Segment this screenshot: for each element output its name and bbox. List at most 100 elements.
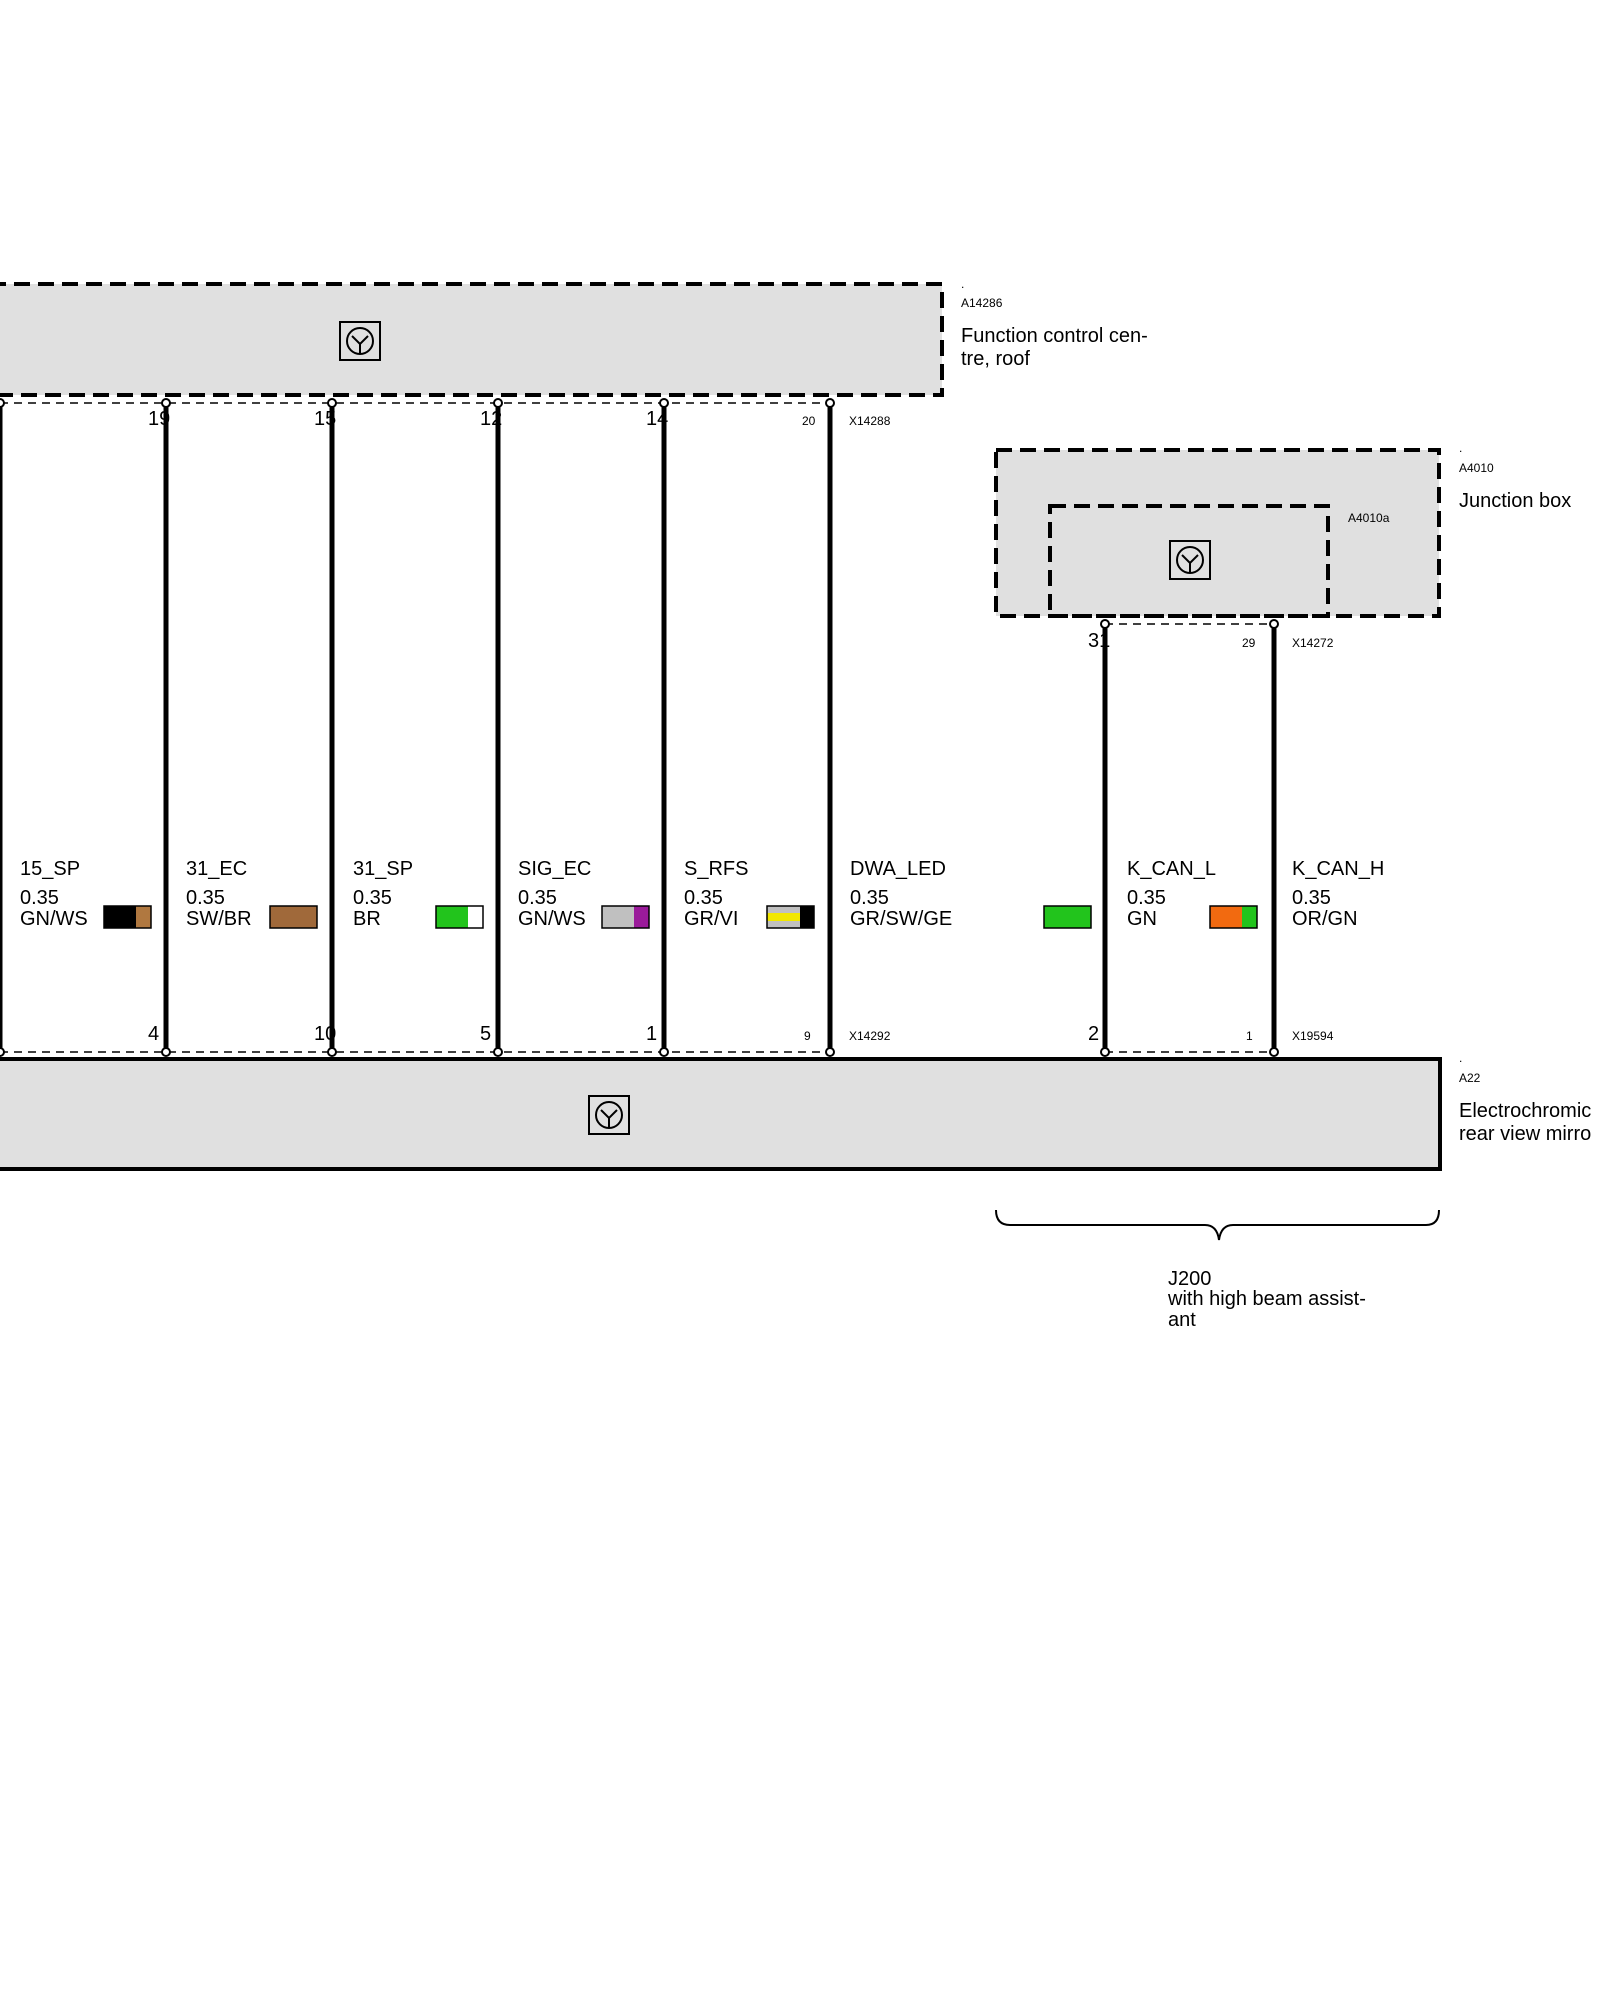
- swatch-border: [1043, 905, 1092, 929]
- wire-color-code-label: SW/BR: [186, 908, 252, 930]
- module-junction-box[interactable]: [994, 448, 1441, 618]
- bottom-connector-main-id: X14292: [849, 1029, 891, 1043]
- swatch-band: [468, 906, 483, 928]
- wire-terminal: [493, 1047, 503, 1057]
- wire-color-code-label: GR/VI: [684, 908, 738, 930]
- variant-code: J200: [1168, 1268, 1211, 1290]
- wire-terminal: [1269, 619, 1279, 629]
- junction-id: A4010: [1459, 461, 1494, 475]
- swatch-band: [1210, 906, 1242, 928]
- wire-pin-bottom: 9: [804, 1029, 811, 1043]
- wire-signal-label: K_CAN_H: [1292, 858, 1384, 880]
- top-module-dot: .: [961, 277, 964, 291]
- wire-terminal: [659, 1047, 669, 1057]
- wire-terminal: [161, 398, 171, 408]
- swatch-band: [136, 906, 151, 928]
- wire-terminal: [0, 1047, 5, 1057]
- wire-signal-label: S_RFS: [684, 858, 748, 880]
- bottom-module-name-line2: rear view mirro: [1459, 1123, 1591, 1145]
- swatch-band: [767, 913, 800, 921]
- wire-pin-bottom: 2: [1088, 1023, 1099, 1045]
- wire-group: 15_SP0.35GN/WS19431_EC0.35SW/BR151031_SP…: [0, 398, 1384, 1057]
- wire-color-swatch: [435, 905, 484, 929]
- junction-inner-id: A4010a: [1348, 511, 1390, 525]
- wire-terminal: [327, 398, 337, 408]
- wire-terminal: [1100, 619, 1110, 629]
- bottom-module-name-line1: Electrochromic: [1459, 1100, 1591, 1122]
- wire-terminal: [493, 398, 503, 408]
- wire-terminal: [825, 1047, 835, 1057]
- wire-color-code-label: GN: [1127, 908, 1157, 930]
- wire-pin-top: 31: [1088, 630, 1110, 652]
- wire-terminal: [0, 398, 5, 408]
- control-unit-icon: [1169, 540, 1211, 580]
- swatch-band: [800, 906, 814, 928]
- swatch-band: [1242, 906, 1257, 928]
- wire-color-code-label: GN/WS: [518, 908, 586, 930]
- junction-name: Junction box: [1459, 490, 1571, 512]
- swatch-border: [435, 905, 484, 929]
- wire-pin-bottom: 1: [646, 1023, 657, 1045]
- top-connector-id: X14288: [849, 414, 891, 428]
- bottom-connector-right-id: X19594: [1292, 1029, 1334, 1043]
- wire-size-label: 0.35: [1292, 887, 1331, 909]
- swatch-border: [269, 905, 318, 929]
- variant-line2: ant: [1168, 1309, 1196, 1331]
- swatch-band: [634, 906, 649, 928]
- wire-signal-label: 31_SP: [353, 858, 413, 880]
- bottom-module-dot: .: [1459, 1051, 1462, 1065]
- wire-pin-bottom: 4: [148, 1023, 159, 1045]
- swatch-band: [1044, 906, 1091, 928]
- bottom-module-id: A22: [1459, 1071, 1481, 1085]
- wire-size-label: 0.35: [353, 887, 392, 909]
- top-module-name-line2: tre, roof: [961, 348, 1030, 370]
- wire-color-code-label: GR/SW/GE: [850, 908, 952, 930]
- wire-terminal: [659, 398, 669, 408]
- junction-dot: .: [1459, 441, 1462, 455]
- module-junction-box-inner: [1048, 504, 1330, 618]
- swatch-band: [270, 906, 317, 928]
- wire-color-code-label: GN/WS: [20, 908, 88, 930]
- wire-terminal: [327, 1047, 337, 1057]
- wire-terminal: [1269, 1047, 1279, 1057]
- wire-color-code-label: OR/GN: [1292, 908, 1358, 930]
- swatch-border: [766, 905, 815, 929]
- wire-signal-label: SIG_EC: [518, 858, 591, 880]
- control-unit-icon: [339, 321, 381, 361]
- wire-color-swatch: [1209, 905, 1258, 929]
- module-electrochromic-mirror[interactable]: [0, 1057, 1442, 1171]
- wire-terminal: [1100, 1047, 1110, 1057]
- wire-size-label: 0.35: [186, 887, 225, 909]
- wire-color-code-label: BR: [353, 908, 381, 930]
- wire-color-swatch: [601, 905, 650, 929]
- wire-color-swatch: [766, 905, 815, 929]
- wire-color-swatch: [1043, 905, 1092, 929]
- wire-pin-bottom: 5: [480, 1023, 491, 1045]
- swatch-border: [1209, 905, 1258, 929]
- wire-size-label: 0.35: [1127, 887, 1166, 909]
- swatch-border: [103, 905, 152, 929]
- swatch-band: [602, 906, 634, 928]
- wire-signal-label: 31_EC: [186, 858, 247, 880]
- control-unit-icon: [588, 1095, 630, 1135]
- module-function-control-centre[interactable]: [0, 282, 944, 397]
- wire-size-label: 0.35: [850, 887, 889, 909]
- wire-terminal: [825, 398, 835, 408]
- wire-signal-label: DWA_LED: [850, 858, 946, 880]
- variant-brace: [995, 1209, 1440, 1241]
- top-module-id: A14286: [961, 296, 1003, 310]
- wire-size-label: 0.35: [518, 887, 557, 909]
- swatch-band: [436, 906, 468, 928]
- swatch-band: [104, 906, 136, 928]
- wire-signal-label: 15_SP: [20, 858, 80, 880]
- swatch-border: [601, 905, 650, 929]
- wire-signal-label: K_CAN_L: [1127, 858, 1216, 880]
- variant-line1: with high beam assist-: [1167, 1288, 1366, 1310]
- top-module-name-line1: Function control cen-: [961, 325, 1148, 347]
- wire-color-swatch: [103, 905, 152, 929]
- wire-size-label: 0.35: [684, 887, 723, 909]
- junction-connector-id: X14272: [1292, 636, 1334, 650]
- wire-pin-top: 20: [802, 414, 816, 428]
